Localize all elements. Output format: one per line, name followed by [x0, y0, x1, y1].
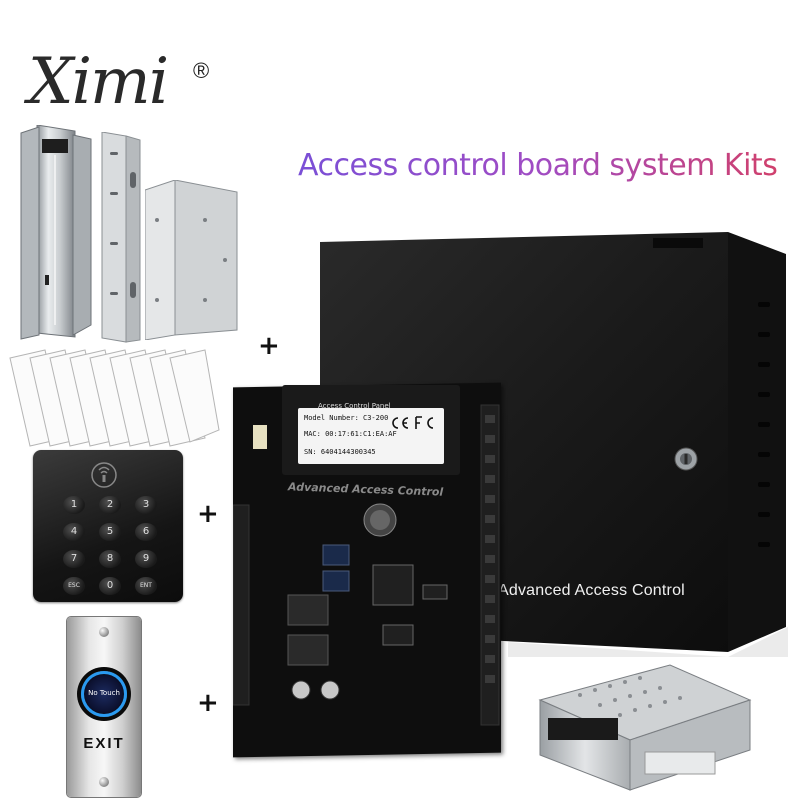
exit-label: EXIT: [83, 735, 125, 752]
plus-sign-3: +: [197, 688, 219, 718]
rfid-icon: [91, 462, 117, 488]
key-5[interactable]: 5: [99, 523, 121, 541]
keypad-keys: 1 2 3 4 5 6 7 8 9 ESC 0 ENT: [56, 496, 164, 595]
magnetic-lock-image: [20, 125, 92, 340]
plus-sign-1: +: [258, 331, 280, 361]
screw-top: [99, 627, 109, 637]
keypad-reader: 1 2 3 4 5 6 7 8 9 ESC 0 ENT: [33, 450, 183, 602]
brand-name: Ximi: [28, 45, 169, 119]
mac-address: MAC: 00:17:61:C1:EA:AF: [304, 430, 397, 438]
cabinet-label: Advanced Access Control: [498, 582, 685, 599]
panel-title: Access Control Panel: [318, 402, 391, 410]
exit-touch-label: No Touch: [88, 689, 120, 697]
registered-mark: ®: [193, 58, 210, 83]
key-0[interactable]: 0: [99, 577, 121, 595]
model-number: Model Number: C3-200: [304, 414, 389, 422]
key-4[interactable]: 4: [63, 523, 85, 541]
key-2[interactable]: 2: [99, 496, 121, 514]
key-1[interactable]: 1: [63, 496, 85, 514]
key-3[interactable]: 3: [135, 496, 157, 514]
page-title: Access control board system Kits: [298, 148, 778, 183]
key-9[interactable]: 9: [135, 550, 157, 568]
exit-button-plate: No Touch EXIT: [67, 617, 141, 797]
ce-mark-icon: [392, 417, 409, 429]
key-icon: [674, 447, 698, 471]
key-8[interactable]: 8: [99, 550, 121, 568]
screw-bottom: [99, 777, 109, 787]
key-ent[interactable]: ENT: [135, 577, 157, 595]
key-6[interactable]: 6: [135, 523, 157, 541]
plus-sign-2: +: [197, 499, 219, 529]
power-supply-image: [538, 664, 752, 791]
key-esc[interactable]: ESC: [63, 577, 85, 595]
serial-number: SN: 6404144300345: [304, 448, 376, 456]
model-sticker: Model Number: C3-200 MAC: 00:17:61:C1:EA…: [298, 408, 444, 464]
rfid-cards-image: [9, 349, 220, 447]
brand-logo: Ximi: [28, 50, 228, 120]
fcc-mark-icon: [415, 416, 434, 429]
board-components: [233, 404, 500, 726]
exit-touch-button[interactable]: No Touch: [81, 671, 127, 717]
key-7[interactable]: 7: [63, 550, 85, 568]
l-bracket-image: [101, 132, 141, 343]
z-bracket-image: [145, 180, 238, 340]
